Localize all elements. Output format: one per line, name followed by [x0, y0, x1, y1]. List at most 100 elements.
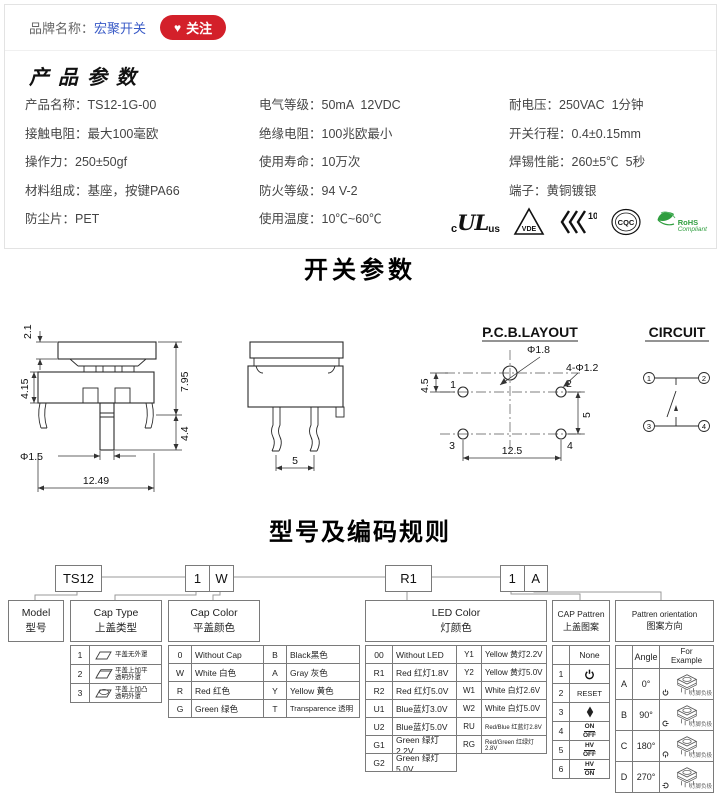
brand-name-link[interactable]: 宏聚开关 [94, 21, 147, 36]
circuit-pin-number: 1 [647, 374, 651, 383]
cap-color-label: Red 红色 [192, 682, 263, 699]
brand-row: 品牌名称： 宏聚开关 ♥ 关注 [5, 5, 716, 51]
led-label: Blue蓝灯5.0V [393, 718, 456, 735]
spec-column-3: 耐电压：250VAC 1分钟 开关行程：0.4±0.15mm 焊锡性能：260±… [509, 91, 714, 205]
spec-item: 操作力：250±50gf [25, 155, 128, 169]
header-cap-type-cn: 上盖类型 [95, 622, 137, 634]
circuit-pin-number: 4 [702, 422, 706, 431]
led-code: W2 [457, 700, 481, 717]
pattern-top: HV [583, 761, 596, 770]
cap-flat-cover-icon [95, 669, 113, 679]
circuit-drawing: CIRCUIT 1 2 3 4 [643, 324, 710, 432]
cap-color-code: A [264, 664, 286, 681]
led-label: Without LED [393, 646, 456, 663]
circuit-title: CIRCUIT [649, 324, 706, 340]
orientation-letter: C [616, 731, 632, 761]
pcb-layout-drawing: P.C.B.LAYOUT Φ1.8 1 2 3 4 4-Φ1.2 4.5 5 [419, 324, 598, 461]
led-code: U2 [366, 718, 392, 735]
dim-label: 4.15 [19, 378, 31, 399]
orientation-letter: D [616, 762, 632, 792]
product-params-card: 品牌名称： 宏聚开关 ♥ 关注 产品参数 产品名称：TS12-1G-00 接触电… [4, 4, 717, 249]
dim-label: 7.95 [179, 371, 191, 392]
power-icon [585, 669, 594, 679]
led-code: R1 [366, 664, 392, 681]
circuit-pin-number: 2 [702, 374, 706, 383]
switch-example-icon [676, 736, 697, 757]
led-label: Red 红灯5.0V [393, 682, 456, 699]
ul-us-text: us [488, 223, 500, 235]
side-view-drawing: 5 [247, 341, 345, 471]
switch-example-icon [676, 674, 697, 695]
follow-button[interactable]: ♥ 关注 [160, 15, 227, 40]
spec-item: 防尘片：PET [25, 212, 100, 226]
pcb-pin-number: 4 [567, 440, 573, 452]
header-orientation-cn: 图案方向 [646, 621, 683, 632]
diamond-icon [586, 706, 593, 718]
code-box-led: R1 [385, 565, 432, 592]
pcb-pin-number: 1 [450, 379, 456, 391]
pattern-cell: RESET [570, 684, 609, 702]
dim-label: 2.1 [22, 324, 34, 339]
pattern-num: 6 [553, 760, 569, 778]
cap-color-code: 0 [169, 646, 191, 663]
header-cap-type-en: Cap Type [93, 606, 139, 619]
code-cap-type: 1 [193, 571, 202, 586]
cap-color-label: Green 绿色 [192, 700, 263, 717]
code-box-captype-capcolor: 1 W [185, 565, 234, 592]
technical-drawings: 2.1 4.15 7.95 4.4 Φ1.5 12.49 [19, 324, 710, 492]
orientation-example: 灯脚负极 [660, 762, 713, 792]
pattern-bottom: ON [584, 769, 595, 777]
cap-dome-cover-icon [95, 689, 112, 698]
orientation-header-empty [616, 646, 632, 668]
spec-item: 绝缘电阻：100兆欧最小 [259, 126, 393, 141]
pcb-hole-label: Φ1.8 [527, 344, 550, 356]
header-led-color: LED Color 灯颜色 [365, 600, 547, 642]
power-icon [662, 782, 669, 789]
pcb-holes-label: 4-Φ1.2 [566, 362, 598, 374]
pattern-num: 1 [553, 665, 569, 683]
cap-type-code: 3 [71, 684, 89, 702]
cap-color-code: B [264, 646, 286, 663]
spec-item: 材料组成：基座，按键PA66 [25, 183, 180, 198]
header-cap-color-cn: 平盖颜色 [193, 622, 235, 634]
example-caption: 灯脚负极 [689, 691, 712, 697]
dim-label: 12.49 [83, 475, 109, 487]
cap-color-label: Transparence 透明 [287, 700, 359, 717]
example-caption: 灯脚负极 [689, 784, 712, 790]
orientation-header-angle: Angle [633, 646, 659, 668]
power-icon [662, 689, 669, 696]
spec-item: 焊锡性能：260±5℃ 5秒 [509, 155, 646, 169]
pattern-top: ON [583, 723, 596, 732]
pattern-num: 4 [553, 722, 569, 740]
code-orientation: A [523, 566, 548, 591]
dim-label: 12.5 [502, 445, 523, 457]
orientation-example: 灯脚负极 [660, 669, 713, 699]
front-view-drawing: 2.1 4.15 7.95 4.4 Φ1.5 12.49 [19, 324, 191, 492]
dim-label: 5 [292, 455, 298, 467]
power-icon [662, 720, 669, 727]
cap-type-table: 1 平盖无外罩 2 平盖上加平透明外罩 3 平盖上加凸透明外罩 [70, 645, 162, 703]
example-text: Example [670, 656, 703, 665]
spec-item: 防火等级：94 V-2 [259, 183, 358, 198]
header-cap-pattern: CAP Pattren 上盖图案 [552, 600, 610, 642]
header-model-cn: 型号 [25, 622, 47, 634]
header-cap-type: Cap Type 上盖类型 [70, 600, 162, 642]
cap-color-code: Y [264, 682, 286, 699]
dim-label: 5 [581, 412, 593, 418]
for-text: For [680, 647, 693, 657]
coding-rules-title: 型号及编码规则 [269, 519, 451, 546]
cap-type-label: 平盖上加平 [115, 666, 148, 674]
spec-item: 电气等级：50mA 12VDC [259, 98, 401, 112]
cap-type-cell: 平盖上加凸透明外罩 [90, 684, 161, 702]
spec-column-1: 产品名称：TS12-1G-00 接触电阻：最大100毫欧 操作力：250±50g… [25, 91, 260, 234]
switch-example-icon [676, 705, 697, 726]
dim-label: 4.5 [419, 378, 431, 393]
orientation-table: Angle For Example A 0° 灯脚负极 B 90° 灯脚负极 C… [615, 645, 714, 793]
led-label: White 白灯5.0V [482, 700, 546, 717]
vde-cert-icon: VDE [513, 207, 545, 237]
led-code: W1 [457, 682, 481, 699]
pattern-header-none: None [570, 646, 609, 664]
